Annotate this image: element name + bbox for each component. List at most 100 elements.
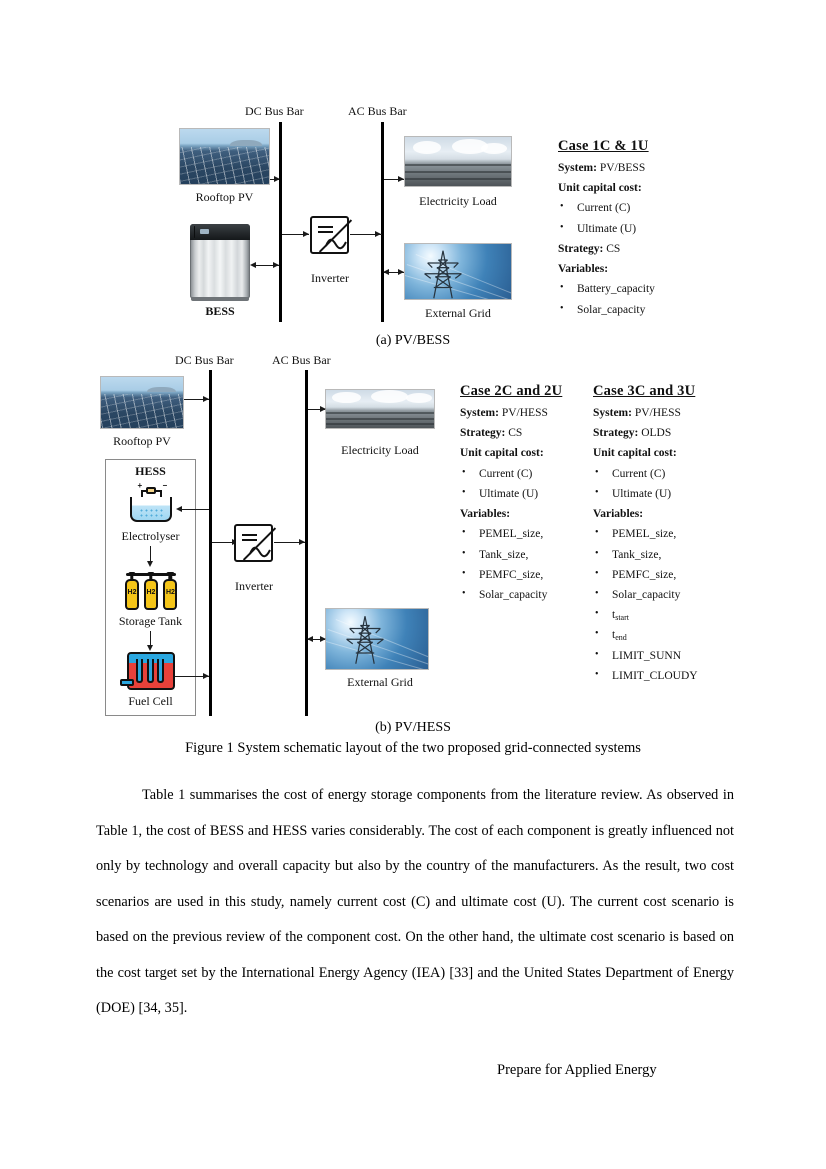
case-1-panel: Case 1C & 1U System: PV/BESS Unit capita…: [558, 138, 738, 324]
bess-to-dcbus-arrow-left-a: [250, 261, 256, 268]
rooftop-pv-label-b: Rooftop PV: [113, 434, 171, 448]
case-1-system-value: PV/BESS: [599, 162, 646, 174]
fuel-cell-fin-3: [157, 659, 165, 684]
electrolyser-wire-top-right: [155, 490, 162, 492]
bess-label-a: BESS: [205, 304, 235, 318]
list-item: tend: [593, 628, 728, 642]
case-3-title: Case 3C and 3U: [593, 383, 696, 399]
load-cloud-1-a: [413, 140, 442, 154]
load-roof-edge-2-a: [405, 171, 511, 174]
case-1-variables-heading: Variables:: [558, 263, 609, 276]
tank-to-fuelcell-line: [150, 631, 151, 649]
inverter-to-acbus-arrow-a: [375, 230, 381, 237]
electrolyser-power-source: [145, 487, 157, 494]
case-2-variables-heading: Variables:: [460, 508, 511, 521]
tank-cylinder-2: H2: [143, 572, 158, 610]
dcbus-to-electrolyser-arrow: [176, 505, 182, 512]
case-3-cost-list: Current (C) Ultimate (U): [593, 467, 728, 501]
inverter-label-b: Inverter: [235, 579, 273, 593]
hess-label: HESS: [135, 464, 166, 478]
case-3-cost-heading: Unit capital cost:: [593, 447, 677, 460]
case-2-title: Case 2C and 2U: [460, 383, 563, 399]
rooftop-pv-image-a: [179, 128, 270, 185]
list-item: Tank_size,: [593, 548, 728, 562]
acbus-to-load-arrow-b: [320, 405, 326, 412]
tank-h2-label-3: H2: [165, 589, 175, 597]
bess-to-dcbus-line-a: [252, 265, 279, 266]
case-1-system: System: PV/BESS: [558, 162, 738, 175]
fuel-cell-fin-2: [146, 659, 154, 684]
list-item: Ultimate (U): [558, 222, 738, 236]
figure-b-subcaption: (b) PV/HESS: [375, 720, 451, 735]
tank-h2-label-1: H2: [127, 589, 137, 597]
rooftop-pv-label-a: Rooftop PV: [195, 190, 254, 204]
acbus-to-load-line-b: [308, 409, 325, 410]
tank-neck-3: [168, 574, 173, 581]
list-item: Solar_capacity: [558, 303, 738, 317]
list-item: Current (C): [460, 467, 585, 481]
case-3-variables-heading: Variables:: [593, 508, 644, 521]
fuel-cell-label: Fuel Cell: [128, 694, 173, 708]
acbus-to-grid-arrow-right-a: [398, 268, 404, 275]
list-item: Ultimate (U): [593, 487, 728, 501]
case-1-title: Case 1C & 1U: [558, 138, 649, 154]
case-3-strategy: Strategy: OLDS: [593, 427, 672, 440]
electrolyser-icon: + −: [125, 481, 177, 526]
tank-cylinder-1: H2: [125, 572, 140, 610]
inverter-ac-wave-a: [325, 238, 347, 250]
external-grid-image-b: [325, 608, 429, 670]
pv-panel-grid-b: [101, 393, 183, 428]
load-cloud-1-b: [332, 391, 361, 403]
variable-base: t: [612, 629, 616, 642]
list-item: PEMFC_size,: [593, 568, 728, 582]
case-3-variables-list: PEMEL_size, Tank_size, PEMFC_size, Solar…: [593, 527, 728, 683]
bess-to-dcbus-arrow-right-a: [273, 261, 279, 268]
fuelcell-to-dcbus-arrow: [203, 672, 209, 679]
electrolyser-to-tank-arrow: [147, 561, 153, 567]
load-cloud-2-b: [371, 390, 409, 403]
fuelcell-to-dcbus-line: [175, 676, 209, 677]
fuel-cell-icon: [120, 652, 175, 690]
electrolyser-anode-sign: +: [137, 481, 143, 490]
diagram-a-ac-busbar: [381, 122, 384, 322]
inverter-dc-line2-b: [242, 539, 257, 541]
external-grid-label-a: External Grid: [425, 306, 491, 320]
inverter-to-acbus-arrow-b: [299, 538, 305, 545]
electricity-load-image-a: [404, 136, 512, 187]
electrolyser-to-tank-line: [150, 546, 151, 565]
electricity-load-label-b: Electricity Load: [341, 443, 419, 457]
electrolyser-cathode-sign: −: [162, 481, 168, 490]
tank-cap-3: [166, 572, 175, 576]
inverter-dc-line1-a: [318, 226, 333, 228]
figure-b-pv-hess: DC Bus Bar AC Bus Bar Rooftop PV HESS + …: [0, 0, 826, 740]
diagram-a-dc-busbar: [279, 122, 282, 322]
list-item: LIMIT_CLOUDY: [593, 669, 728, 683]
pv-to-dcbus-line-b: [184, 399, 209, 400]
inverter-label-a: Inverter: [311, 271, 349, 285]
pv-to-dcbus-arrow-a: [274, 175, 280, 182]
list-item: Battery_capacity: [558, 282, 738, 296]
bess-top-panel-a: [190, 224, 250, 241]
list-item: Current (C): [593, 467, 728, 481]
case-2-strategy: Strategy: CS: [460, 427, 523, 440]
external-grid-image-a: [404, 243, 512, 300]
load-roof-edge-2-b: [326, 418, 434, 421]
dcbus-to-inverter-line-b: [212, 542, 238, 543]
list-item: Solar_capacity: [460, 588, 585, 602]
electrolyser-bubbles: [138, 508, 164, 520]
tank-to-fuelcell-arrow: [147, 645, 153, 651]
acbus-to-grid-arrow-left-a: [383, 268, 389, 275]
tank-h2-label-2: H2: [146, 589, 156, 597]
case-2-cost-list: Current (C) Ultimate (U): [460, 467, 585, 501]
pv-panel-grid-a: [180, 147, 269, 184]
case-2-variables-list: PEMEL_size, Tank_size, PEMFC_size, Solar…: [460, 527, 585, 602]
fuel-cell-inlet-pipe: [120, 678, 134, 686]
load-roof-edge-3-a: [405, 178, 511, 181]
case-1-cost-list: Current (C) Ultimate (U): [558, 201, 738, 236]
dcbus-to-inverter-line-a: [282, 234, 309, 235]
electrolyser-wire-top-left: [140, 490, 147, 492]
list-item: Solar_capacity: [593, 588, 728, 602]
inverter-ac-wave-b: [249, 546, 271, 558]
list-item: PEMFC_size,: [460, 568, 585, 582]
